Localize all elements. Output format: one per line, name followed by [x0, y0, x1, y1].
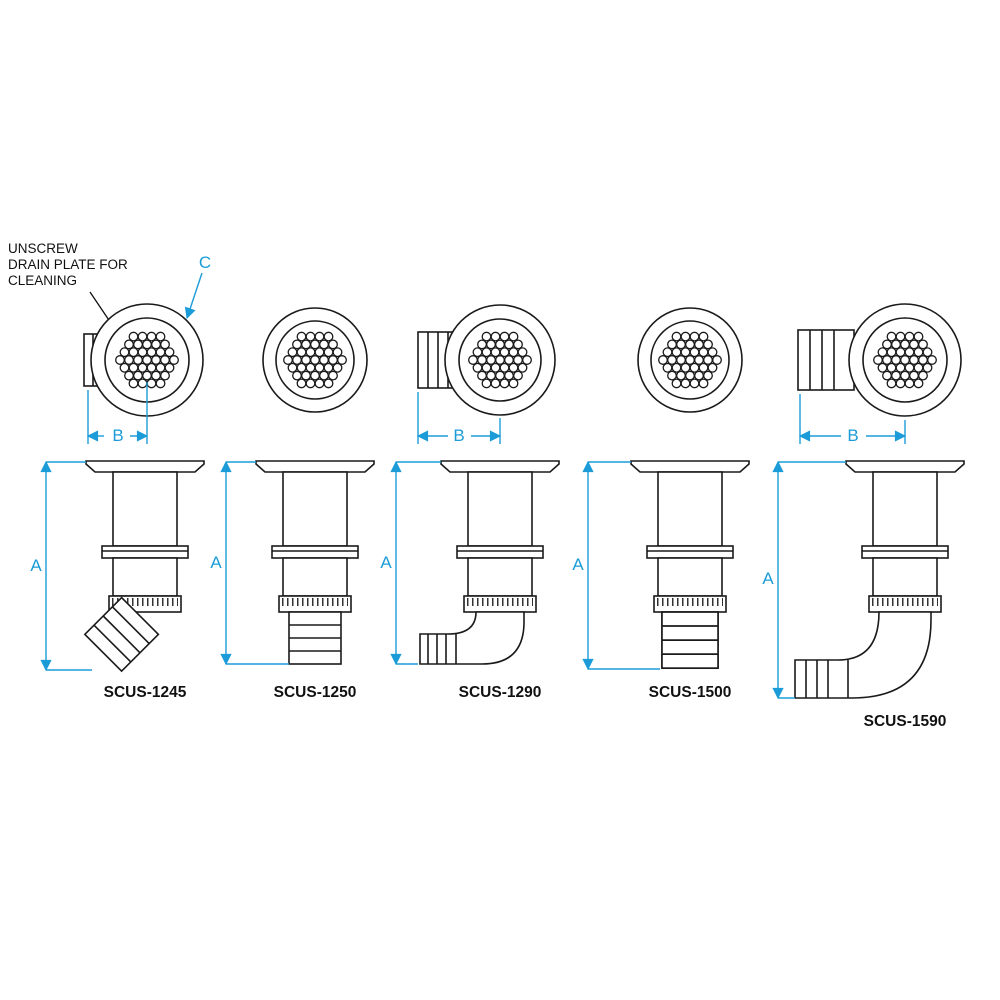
- tailpiece-90-elbow: [794, 611, 932, 699]
- dim-c: C: [184, 253, 211, 320]
- product-label-scus-1250: SCUS-1250: [274, 684, 357, 701]
- lower-body: [872, 557, 938, 597]
- side-view-scus-1245: [84, 460, 205, 672]
- lower-body: [282, 557, 348, 597]
- dim-label-a: A: [30, 556, 42, 575]
- tailpiece-straight-barb: [288, 611, 342, 665]
- note-line-2: DRAIN PLATE FOR: [8, 257, 128, 272]
- note-line-3: CLEANING: [8, 273, 77, 288]
- collar: [861, 545, 949, 559]
- mounting-flange: [630, 460, 750, 473]
- dim-label-a: A: [762, 569, 774, 588]
- lock-nut: [463, 595, 537, 613]
- side-view-scus-1250: [255, 460, 375, 665]
- note-annotation: UNSCREW DRAIN PLATE FOR CLEANING: [8, 241, 128, 345]
- dim-a-scus-1590: A: [762, 460, 846, 700]
- product-labels: SCUS-1245 SCUS-1250 SCUS-1290 SCUS-1500 …: [104, 684, 947, 730]
- top-view-scus-1590: [797, 303, 962, 417]
- dim-b-scus-1245: B: [86, 382, 149, 445]
- tailpiece-straight-barb: [661, 611, 719, 670]
- mounting-flange: [440, 460, 560, 473]
- side-view-scus-1290: [419, 460, 560, 665]
- side-barb: [797, 329, 855, 391]
- upper-body: [657, 471, 723, 547]
- mounting-flange: [845, 460, 965, 473]
- collar: [271, 545, 359, 559]
- product-label-scus-1290: SCUS-1290: [459, 684, 542, 701]
- mounting-flange: [85, 460, 205, 473]
- tailpiece-90-elbow: [419, 611, 525, 665]
- note-line-1: UNSCREW: [8, 241, 78, 256]
- product-label-scus-1590: SCUS-1590: [864, 713, 947, 730]
- dim-label-b: B: [453, 426, 464, 445]
- dim-a-scus-1250: A: [210, 460, 289, 666]
- lower-body: [657, 557, 723, 597]
- lock-nut: [653, 595, 727, 613]
- dim-a-scus-1500: A: [572, 460, 660, 671]
- dim-c-leader: [184, 272, 203, 320]
- lower-body: [467, 557, 533, 597]
- side-views: [84, 460, 965, 699]
- dim-label-b: B: [112, 426, 123, 445]
- collar: [646, 545, 734, 559]
- product-label-scus-1500: SCUS-1500: [649, 684, 732, 701]
- dim-b-scus-1290: B: [416, 392, 502, 445]
- top-view-scus-1500: [637, 307, 743, 413]
- mounting-flange: [255, 460, 375, 473]
- dim-label-b: B: [847, 426, 858, 445]
- lock-nut: [868, 595, 942, 613]
- lower-body: [112, 557, 178, 597]
- collar: [456, 545, 544, 559]
- top-views: [83, 303, 962, 417]
- side-view-scus-1590: [794, 460, 965, 699]
- dim-label-a: A: [380, 553, 392, 572]
- product-label-scus-1245: SCUS-1245: [104, 684, 187, 701]
- collar: [101, 545, 189, 559]
- upper-body: [872, 471, 938, 547]
- lock-nut: [278, 595, 352, 613]
- upper-body: [467, 471, 533, 547]
- dim-label-a: A: [572, 555, 584, 574]
- upper-body: [112, 471, 178, 547]
- dim-a-scus-1290: A: [380, 460, 441, 666]
- dim-label-a: A: [210, 553, 222, 572]
- top-view-scus-1245: [83, 303, 204, 417]
- dim-b-scus-1590: B: [798, 394, 907, 445]
- upper-body: [282, 471, 348, 547]
- dim-label-c: C: [199, 253, 211, 272]
- side-view-scus-1500: [630, 460, 750, 670]
- dim-a-scus-1245: A: [30, 460, 92, 672]
- top-view-scus-1250: [262, 307, 368, 413]
- top-view-scus-1290: [417, 304, 556, 416]
